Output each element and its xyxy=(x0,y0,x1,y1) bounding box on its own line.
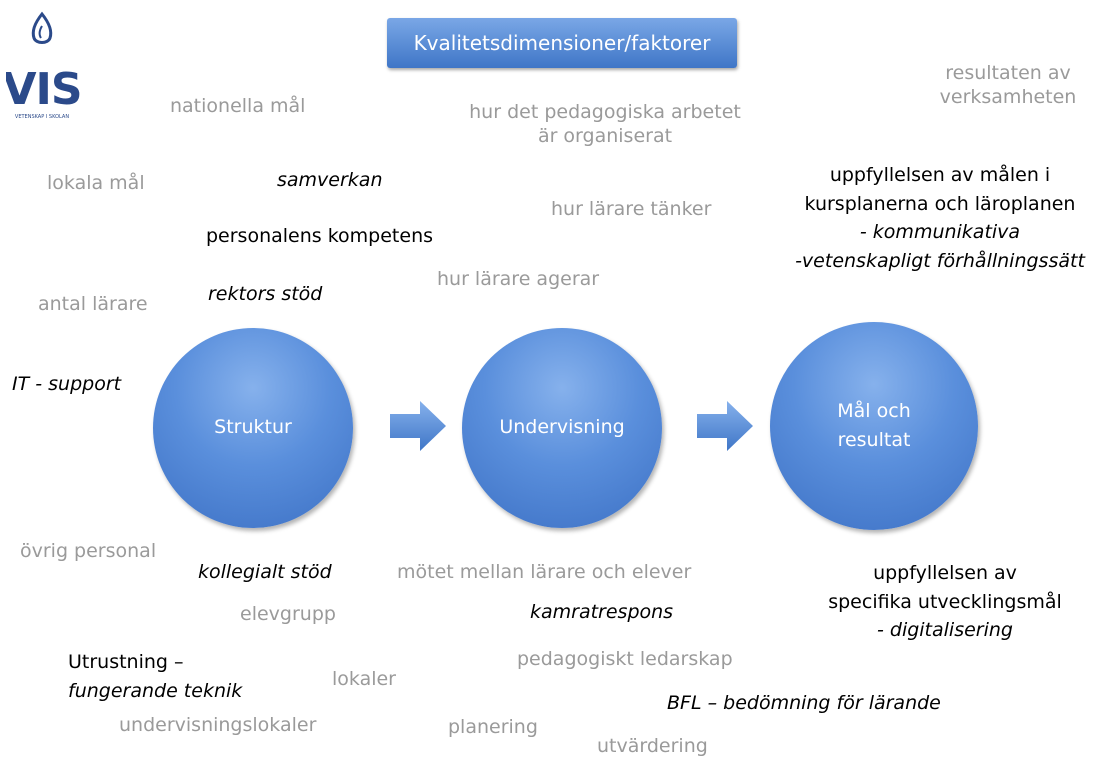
label-ovrig-personal: övrig personal xyxy=(20,540,157,562)
label-utvardering: utvärdering xyxy=(597,735,708,757)
label-samverkan: samverkan xyxy=(277,169,383,191)
diagram-title: Kvalitetsdimensioner/faktorer xyxy=(387,18,737,68)
vis-logo: VIS VETENSKAP I SKOLAN xyxy=(6,11,83,120)
label-elevgrupp: elevgrupp xyxy=(240,603,336,625)
label-nationella-mal: nationella mål xyxy=(170,95,306,117)
label-resultaten: resultaten av verksamheten xyxy=(939,62,1077,108)
node-mal-och-resultat: Mål och resultat xyxy=(770,322,978,530)
label-pedagogiskt-ledarskap: pedagogiskt ledarskap xyxy=(517,648,733,670)
label-lokaler: lokaler xyxy=(332,668,396,690)
label-hur-larare-agerar: hur lärare agerar xyxy=(437,268,600,290)
label-rektors-stod: rektors stöd xyxy=(208,283,323,305)
label-personalens-kompetens: personalens kompetens xyxy=(206,225,434,247)
label-uppfyllelsen-malen: uppfyllelsen av målen i kursplanerna och… xyxy=(795,164,1085,272)
logo-letters: VIS xyxy=(6,64,82,115)
label-antal-larare: antal lärare xyxy=(38,293,148,315)
label-specifika-utvecklingsmal: uppfyllelsen av specifika utvecklingsmål… xyxy=(828,562,1062,641)
label-motet: mötet mellan lärare och elever xyxy=(397,561,692,583)
label-planering: planering xyxy=(448,716,538,738)
node-struktur-label: Struktur xyxy=(214,416,292,439)
label-utrustning: Utrustning – fungerande teknik xyxy=(68,651,243,703)
flame-icon xyxy=(31,11,53,44)
label-it-support: IT - support xyxy=(12,373,122,395)
node-struktur: Struktur xyxy=(153,328,353,528)
node-undervisning: Undervisning xyxy=(462,328,662,528)
label-bfl: BFL – bedömning för lärande xyxy=(667,692,941,714)
label-kollegialt-stod: kollegialt stöd xyxy=(198,561,332,583)
label-hur-larare-tanker: hur lärare tänker xyxy=(551,198,712,220)
label-lokala-mal: lokala mål xyxy=(47,172,145,194)
label-undervisningslokaler: undervisningslokaler xyxy=(119,714,317,736)
arrow-right-icon xyxy=(697,401,753,451)
node-undervisning-label: Undervisning xyxy=(499,416,625,439)
label-pedagogiska-arbetet: hur det pedagogiska arbetet är organiser… xyxy=(469,101,741,147)
logo-tagline: VETENSKAP I SKOLAN xyxy=(15,114,69,120)
arrow-right-icon xyxy=(390,401,446,451)
node-mal-label: Mål och resultat xyxy=(837,399,911,451)
label-kamratrespons: kamratrespons xyxy=(530,601,674,623)
